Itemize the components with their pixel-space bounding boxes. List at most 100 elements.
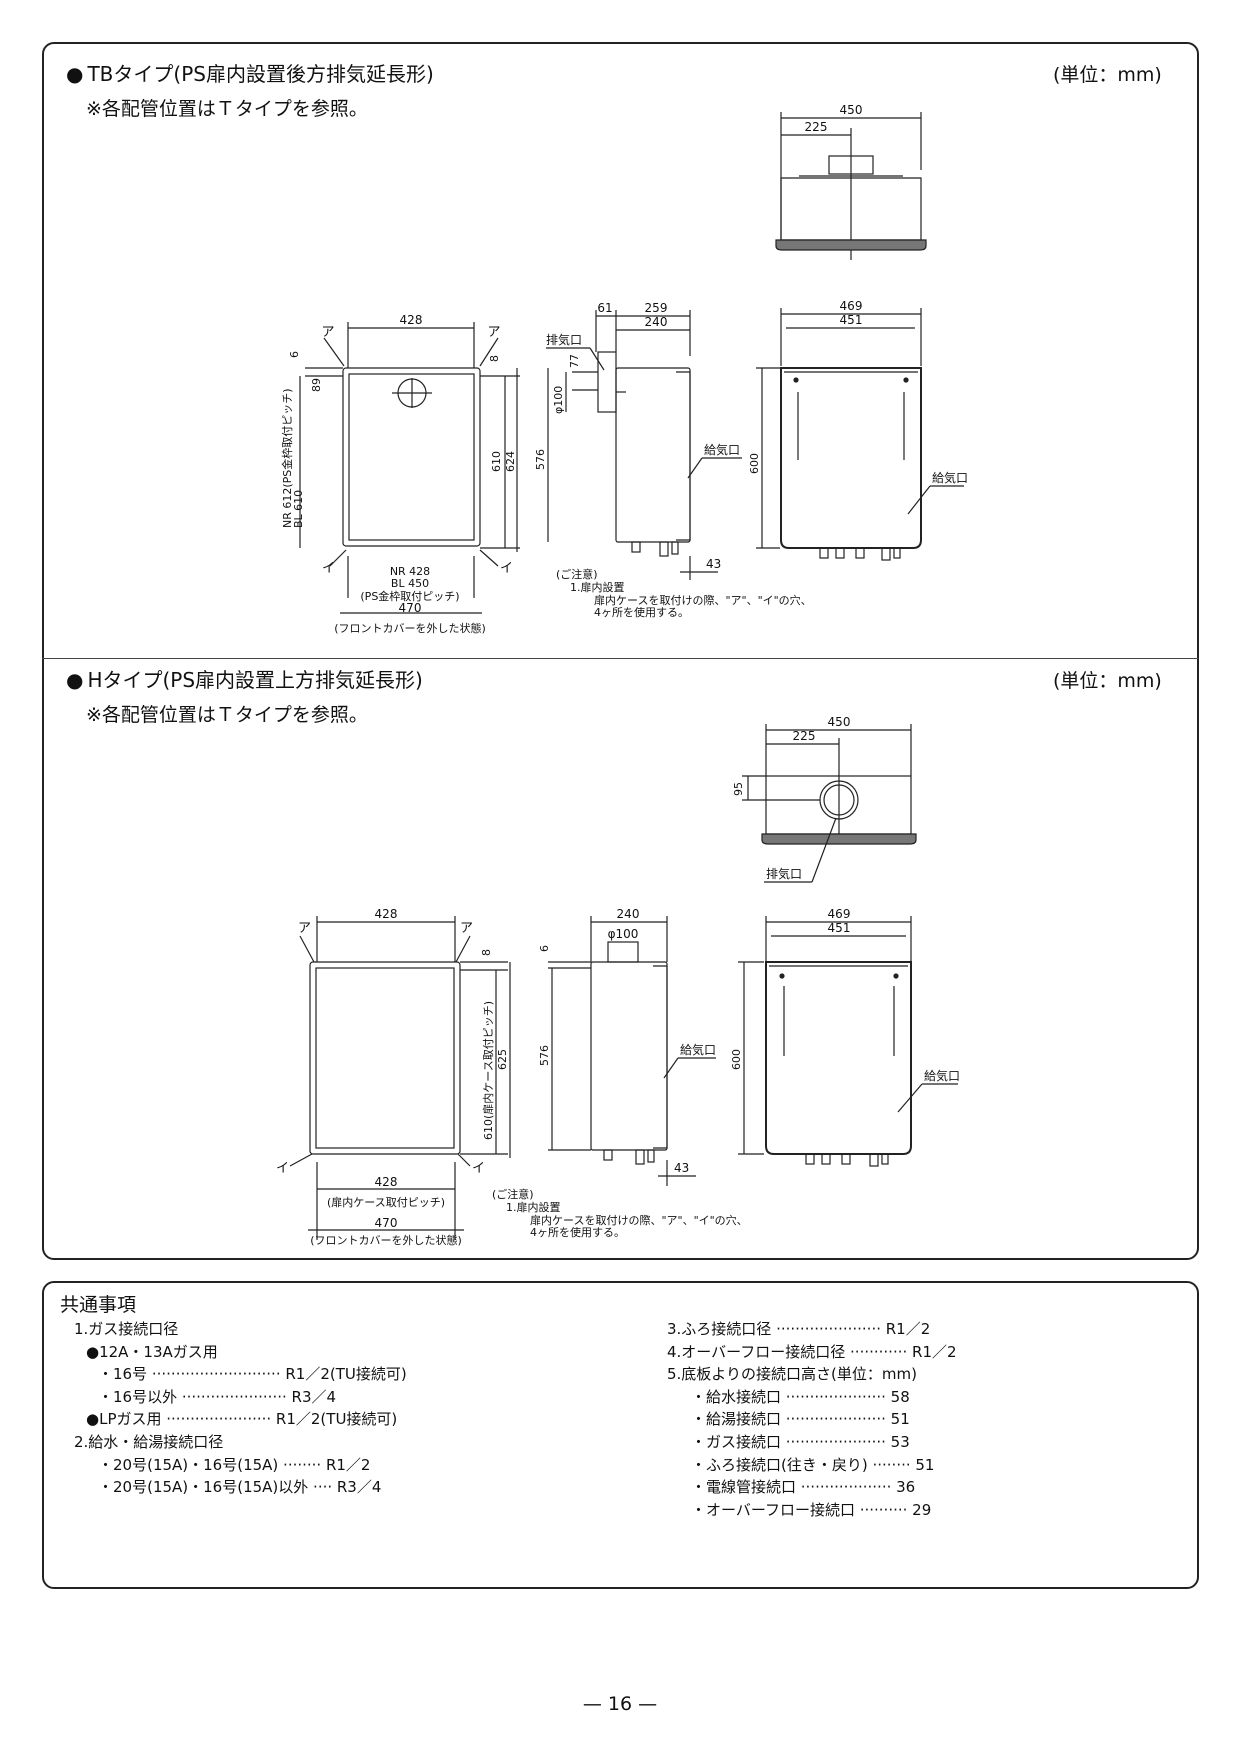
h-case-pitch: (扉内ケース取付ピッチ) — [327, 1195, 445, 1209]
tb-caution-2: 扉内ケースを取付けの際、"ア"、"イ"の穴、 — [594, 593, 812, 607]
h-d240: 240 — [617, 907, 640, 921]
h-d428: 428 — [375, 907, 398, 921]
tb-d89: 89 — [310, 378, 323, 392]
h-caution-3: 4ヶ所を使用する。 — [530, 1226, 625, 1239]
tb-bl450: BL 450 — [391, 577, 429, 590]
h-front-case: 428 ア ア 8 610(扉内ケース取付ピッチ) 625 イ イ 428 (扉… — [276, 907, 511, 1247]
tb-pitch-ps: NR 612(PS金枠取付ピッチ) — [280, 388, 294, 528]
tb-top-d225: 225 — [805, 120, 828, 134]
tb-d600: 600 — [748, 453, 761, 474]
h-intake-front: 給気口 — [924, 1068, 960, 1083]
h-d43: 43 — [674, 1161, 689, 1175]
h-top-d450: 450 — [828, 715, 851, 729]
tb-a-right: ア — [487, 325, 500, 340]
common-line: 3.ふろ接続口径 ······················ R1／2 — [667, 1320, 931, 1338]
tb-exhaust-label: 排気口 — [546, 332, 582, 347]
page-number: — 16 — — [582, 1693, 658, 1715]
common-line: 1.ガス接続口径 — [74, 1320, 179, 1338]
h-caution-title: (ご注意) — [492, 1187, 534, 1201]
common-line: 2.給水・給湯接続口径 — [74, 1432, 224, 1451]
tb-intake-side: 給気口 — [704, 442, 740, 457]
bullet-icon: ● — [66, 668, 84, 692]
h-front-cover: (フロントカバーを外した状態) — [310, 1233, 462, 1247]
common-line: ・16号以外 ······················ R3／4 — [98, 1387, 337, 1406]
tb-caution-3: 4ヶ所を使用する。 — [594, 606, 689, 619]
h-title-text: Hタイプ(PS扉内設置上方排気延長形) — [87, 668, 423, 692]
tb-front-case: 428 ア ア 6 89 8 NR 612(PS金枠取付ピッチ) BL 610 … — [280, 313, 520, 635]
tb-d451: 451 — [840, 313, 863, 327]
tb-unit-front: 469 451 600 給気口 — [748, 299, 968, 561]
tb-nr428: NR 428 — [390, 565, 430, 578]
tb-d469: 469 — [840, 299, 863, 313]
tb-i-right: イ — [500, 561, 513, 576]
tb-ps-pitch-bottom: (PS金枠取付ピッチ) — [360, 589, 459, 603]
tb-d8: 8 — [488, 355, 501, 362]
common-items-panel — [42, 1281, 1199, 1589]
tb-intake-front: 給気口 — [932, 470, 968, 485]
common-line: ・給湯接続口 ····················· 51 — [691, 1410, 910, 1429]
common-line: ・20号(15A)・16号(15A) ········ R1／2 — [98, 1455, 371, 1474]
common-items-title: 共通事項 — [60, 1294, 137, 1316]
h-d6: 6 — [538, 945, 551, 952]
bullet-icon: ● — [66, 62, 84, 86]
common-line: ・給水接続口 ····················· 58 — [691, 1387, 910, 1406]
tb-a-left: ア — [321, 325, 334, 340]
tb-d259: 259 — [645, 301, 668, 315]
tb-phi100: φ100 — [552, 386, 565, 414]
tb-d428: 428 — [400, 313, 423, 327]
common-line: ・20号(15A)・16号(15A)以外 ···· R3／4 — [98, 1478, 382, 1497]
common-line: ・ガス接続口 ····················· 53 — [691, 1432, 910, 1451]
h-top-d225: 225 — [793, 729, 816, 743]
h-d469: 469 — [828, 907, 851, 921]
h-i-right: イ — [472, 1161, 485, 1176]
tb-d43: 43 — [706, 557, 721, 571]
common-line: ●LPガス用 ······················ R1／2(TU接続可… — [86, 1410, 398, 1429]
h-intake-side: 給気口 — [680, 1042, 716, 1057]
common-line: ・電線管接続口 ··················· 36 — [691, 1478, 916, 1497]
tb-front-cover: (フロントカバーを外した状態) — [334, 621, 486, 635]
h-exhaust-label: 排気口 — [766, 866, 802, 881]
tb-unit-label: (単位：mm) — [1053, 64, 1162, 86]
tb-caution-1: 1.扉内設置 — [570, 580, 625, 594]
tb-side-view: 61 259 240 排気口 77 φ100 576 給気口 43 — [534, 301, 742, 580]
common-line: ●12A・13Aガス用 — [86, 1342, 218, 1361]
tb-d61: 61 — [597, 301, 612, 315]
tb-top-view: 450 225 — [775, 103, 927, 260]
common-line: ・ふろ接続口(往き・戻り) ········ 51 — [691, 1455, 935, 1474]
tb-caution-title: (ご注意) — [556, 567, 598, 581]
tb-d470: 470 — [399, 601, 422, 615]
common-line: ・オーバーフロー接続口 ·········· 29 — [691, 1500, 932, 1519]
tb-section-title: ●TBタイプ(PS扉内設置後方排気延長形) — [66, 58, 434, 87]
tb-top-d450: 450 — [840, 103, 863, 117]
h-d8: 8 — [480, 949, 493, 956]
h-section-note: ※各配管位置はＴタイプを参照。 — [86, 704, 368, 726]
technical-drawings: 450 225 428 ア ア 6 89 8 NR 612(PS金枠取付ピッチ)… — [276, 103, 968, 1247]
tb-d77: 77 — [568, 354, 581, 368]
diagram-panel — [42, 42, 1199, 1260]
tb-d576: 576 — [534, 449, 547, 470]
tb-caution: (ご注意) 1.扉内設置 扉内ケースを取付けの際、"ア"、"イ"の穴、 4ヶ所を… — [556, 567, 812, 619]
h-caution: (ご注意) 1.扉内設置 扉内ケースを取付けの際、"ア"、"イ"の穴、 4ヶ所を… — [492, 1187, 748, 1239]
common-line: 5.底板よりの接続口高さ(単位：mm) — [667, 1365, 917, 1384]
h-d600: 600 — [730, 1049, 743, 1070]
tb-title-text: TBタイプ(PS扉内設置後方排気延長形) — [87, 62, 434, 86]
h-d470: 470 — [375, 1216, 398, 1230]
tb-pitch-bl: BL 610 — [292, 490, 305, 528]
common-left-column: 1.ガス接続口径 ●12A・13Aガス用 ・16号 ··············… — [74, 1318, 407, 1499]
tb-d610: 610 — [490, 451, 503, 472]
h-i-left: イ — [276, 1161, 289, 1176]
tb-section-note: ※各配管位置はＴタイプを参照。 — [86, 98, 368, 120]
h-d451: 451 — [828, 921, 851, 935]
h-caution-2: 扉内ケースを取付けの際、"ア"、"イ"の穴、 — [530, 1213, 748, 1227]
h-d95: 95 — [732, 782, 745, 796]
common-line: 4.オーバーフロー接続口径 ············ R1／2 — [667, 1342, 957, 1361]
h-d625: 625 — [496, 1049, 509, 1070]
h-a-left: ア — [298, 921, 311, 936]
h-unit-front: 469 451 600 給気口 — [730, 907, 960, 1167]
h-d428b: 428 — [375, 1175, 398, 1189]
section-divider — [42, 658, 1199, 659]
tb-d240: 240 — [645, 315, 668, 329]
h-phi100: φ100 — [608, 927, 639, 941]
h-section-title: ●Hタイプ(PS扉内設置上方排気延長形) — [66, 664, 423, 693]
common-line: ・16号 ··························· R1／2(TU… — [98, 1365, 407, 1384]
